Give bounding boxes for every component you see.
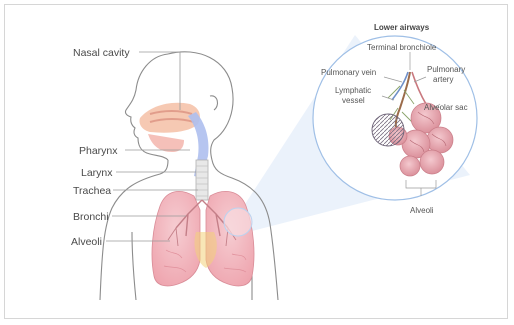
label-terminal-bronchiole: Terminal bronchiole [367,43,437,52]
label-nasal-cavity: Nasal cavity [73,47,130,59]
label-inset-alveoli: Alveoli [410,206,434,215]
right-lung [152,191,200,286]
lungs [152,191,254,286]
trachea [196,160,208,200]
label-pulmonary-artery-line1: Pulmonary [427,65,465,74]
label-lymphatic-vessel-line2: vessel [342,96,365,105]
label-bronchi: Bronchi [73,211,109,223]
label-pulmonary-vein: Pulmonary vein [321,68,376,77]
capillary-network [372,114,404,146]
label-alveoli: Alveoli [71,236,102,248]
label-lymphatic-vessel-line1: Lymphatic [335,86,371,95]
inset-title: Lower airways [374,23,430,32]
label-pharynx: Pharynx [79,145,118,157]
label-larynx: Larynx [81,167,113,179]
label-alveolar-sac: Alveolar sac [424,103,468,112]
label-trachea: Trachea [73,185,111,197]
label-pulmonary-artery-line2: artery [433,75,453,84]
